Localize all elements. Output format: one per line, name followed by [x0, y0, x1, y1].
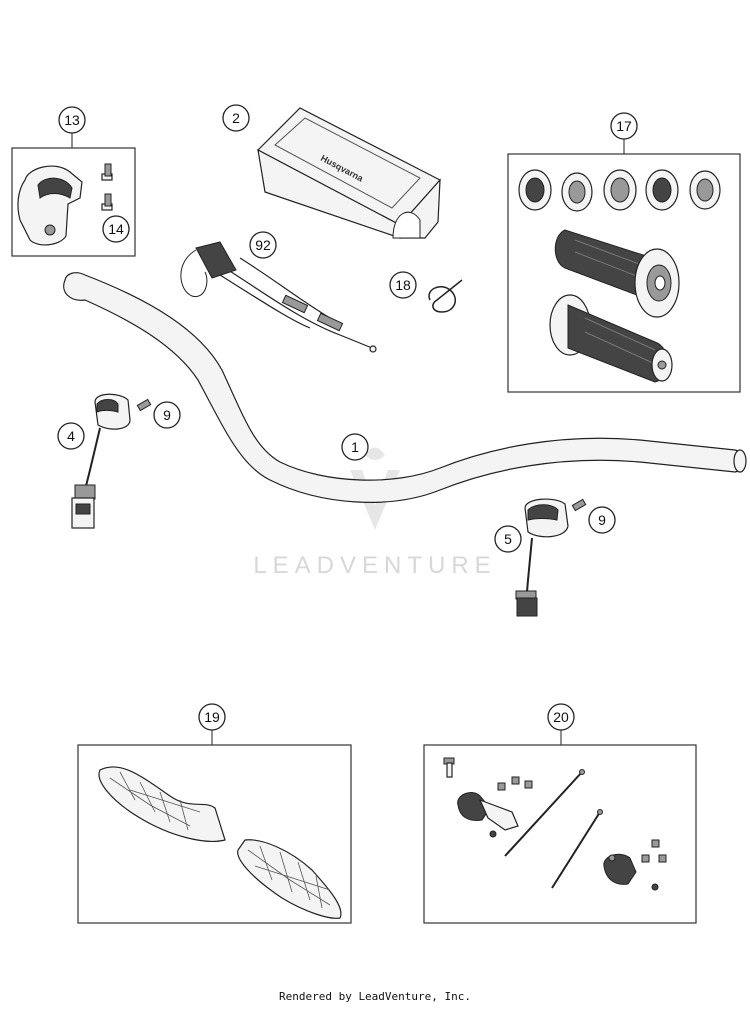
- callout-label: 18: [395, 277, 411, 293]
- kit-bolt-long[interactable]: [443, 757, 455, 778]
- grip-left[interactable]: [549, 294, 673, 383]
- grip-cam-5[interactable]: [689, 170, 721, 210]
- callout-1: 1: [341, 433, 369, 461]
- callout-label: 4: [67, 428, 75, 444]
- callout-label: 20: [553, 709, 569, 725]
- left-switch-screw[interactable]: [136, 398, 152, 412]
- screw-13-bottom[interactable]: [101, 193, 113, 211]
- throttle-cables[interactable]: [180, 241, 377, 353]
- callout-5: 5: [494, 525, 522, 553]
- cable-tie[interactable]: [428, 279, 463, 313]
- grip-cam-2[interactable]: [561, 172, 593, 212]
- callout-label: 19: [204, 709, 220, 725]
- callout-13: 13: [58, 106, 86, 148]
- grip-cam-1[interactable]: [518, 169, 552, 211]
- grips-group-box: [507, 153, 741, 393]
- kit-screws-right[interactable]: [641, 839, 667, 863]
- callout-2: 2: [222, 104, 250, 132]
- left-switch[interactable]: [71, 393, 131, 529]
- callout-9-right: 9: [588, 506, 616, 534]
- grip-throttle[interactable]: [554, 229, 680, 318]
- callout-label: 17: [616, 118, 632, 134]
- watermark-text: LEADVENTURE: [253, 552, 496, 579]
- right-switch-screw[interactable]: [571, 498, 587, 512]
- kit-screws-small[interactable]: [497, 776, 533, 791]
- right-switch[interactable]: [515, 498, 569, 617]
- kit-rod-2[interactable]: [551, 809, 603, 889]
- callout-label: 5: [504, 531, 512, 547]
- hand-guard-right[interactable]: [237, 839, 342, 919]
- throttle-housing[interactable]: [17, 165, 83, 246]
- callout-label: 1: [351, 439, 359, 455]
- grip-cam-3[interactable]: [603, 169, 637, 211]
- callout-18: 18: [389, 271, 417, 299]
- throttle-housing-group-box: [11, 147, 136, 257]
- callout-label: 9: [163, 407, 171, 423]
- mounting-kit[interactable]: [443, 757, 667, 891]
- grip-cams[interactable]: [518, 169, 721, 212]
- callout-14: 14: [102, 215, 130, 243]
- bar-pad[interactable]: Husqvarna: [257, 107, 441, 239]
- callout-19: 19: [198, 703, 226, 745]
- callout-label: 13: [64, 112, 80, 128]
- kit-clamp-left[interactable]: [457, 792, 519, 838]
- hand-guard-left[interactable]: [98, 766, 226, 842]
- grip-cam-4[interactable]: [645, 169, 679, 211]
- mounting-kit-group-box: [423, 744, 697, 924]
- hand-guards-group-box: [77, 744, 352, 924]
- watermark-flame-icon: [365, 447, 385, 460]
- callout-9-left: 9: [153, 401, 181, 429]
- handlebar[interactable]: [63, 272, 747, 503]
- callout-label: 2: [232, 110, 240, 126]
- callout-17: 17: [610, 112, 638, 154]
- callout-20: 20: [547, 703, 575, 745]
- footer-credit: Rendered by LeadVenture, Inc.: [278, 990, 472, 1003]
- callout-label: 14: [108, 221, 124, 237]
- callout-4: 4: [57, 422, 85, 450]
- screw-13-top[interactable]: [101, 163, 113, 181]
- callout-label: 9: [598, 512, 606, 528]
- kit-rod-1[interactable]: [504, 769, 585, 857]
- callout-label: 92: [255, 237, 271, 253]
- kit-clamp-right[interactable]: [603, 853, 659, 891]
- callout-92: 92: [249, 231, 277, 259]
